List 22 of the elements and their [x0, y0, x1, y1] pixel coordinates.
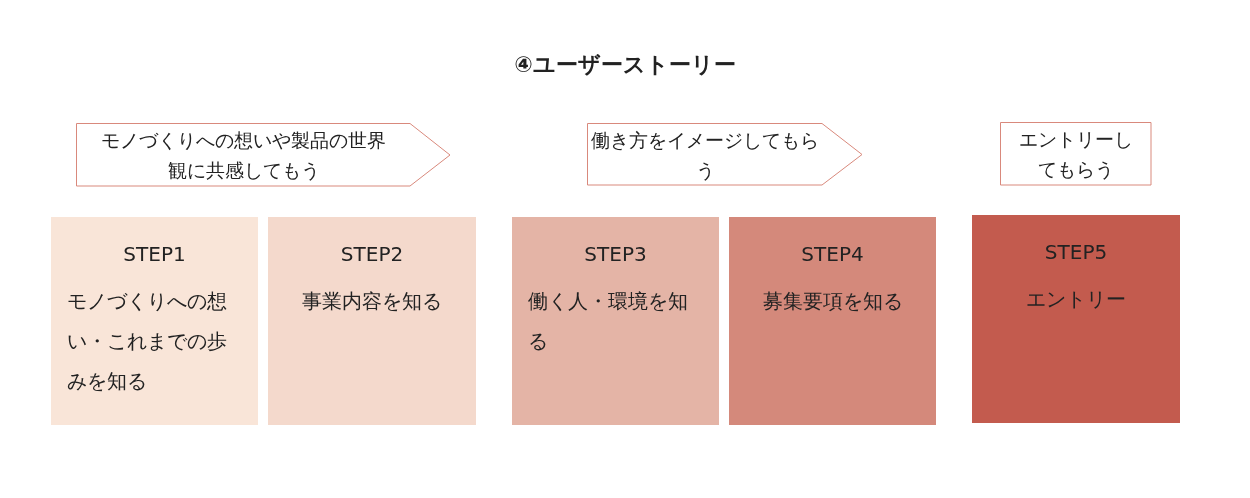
step-box: [51, 217, 258, 425]
banner-text: 働き方をイメージしてもらう: [590, 127, 820, 183]
step-label: STEP3: [584, 241, 647, 268]
step-label: STEP1: [123, 241, 186, 268]
banner-text: エントリーしてもらう: [1018, 127, 1134, 182]
step-box: [512, 217, 719, 425]
step-description: エントリー: [1026, 286, 1126, 313]
banner-text: モノづくりへの想いや製品の世界観に共感してもう: [100, 128, 387, 183]
step-label: STEP2: [340, 241, 404, 268]
step-description: 募集要項を知る: [762, 288, 903, 315]
step-description: 働く人・環境を知る: [528, 288, 689, 355]
arrow-banner: [76, 123, 451, 187]
step-box: [268, 217, 476, 425]
step-description: モノづくりへの想い・これまでの歩みを知る: [67, 288, 228, 395]
step-description: 事業内容を知る: [302, 288, 442, 315]
step-box: [972, 215, 1180, 423]
step-label: STEP4: [801, 241, 864, 268]
banner-box: [1000, 122, 1152, 186]
title: ④ユーザーストーリー: [513, 51, 737, 79]
arrow-banner: [587, 123, 863, 186]
step-box: [729, 217, 936, 425]
step-label: STEP5: [1044, 239, 1108, 266]
